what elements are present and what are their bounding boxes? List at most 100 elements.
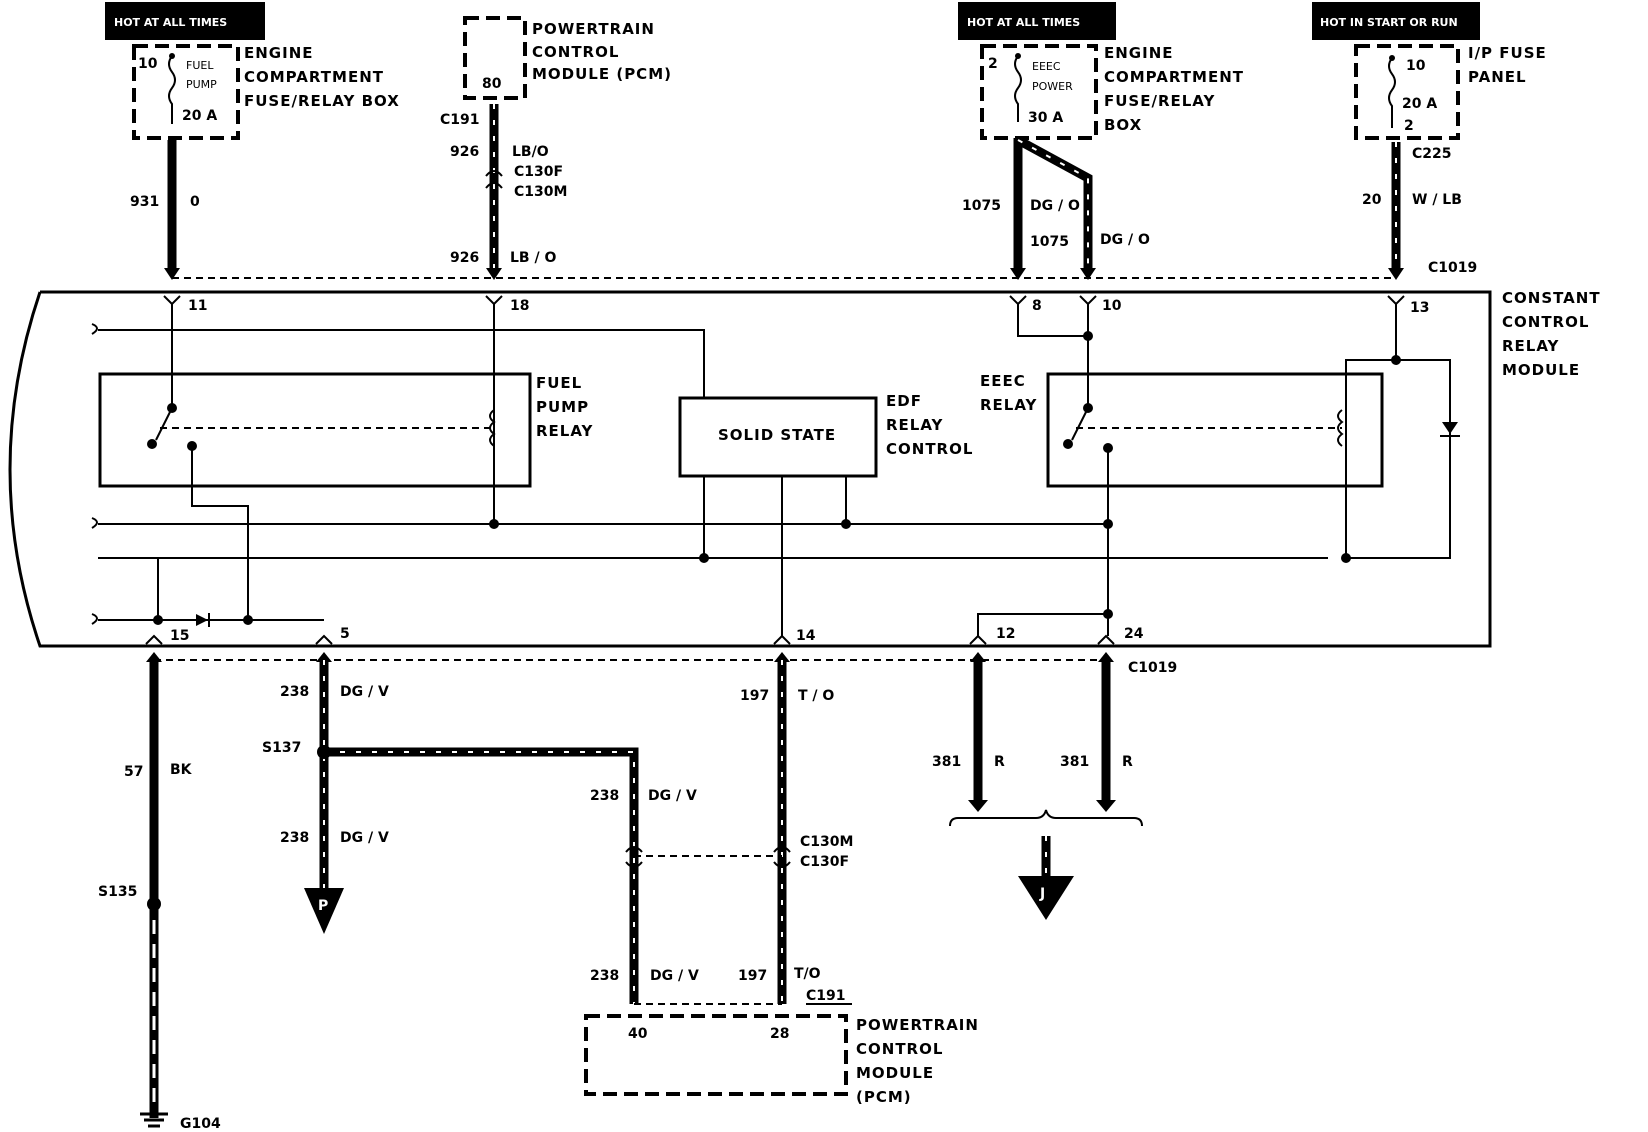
fuse-pin: 2	[1404, 118, 1414, 134]
fuse-name: FUEL	[186, 59, 214, 72]
fuse-number: 2	[988, 56, 998, 72]
fuse-icon	[1014, 55, 1022, 122]
wire-color: DG / V	[648, 788, 697, 804]
fuse-rating: 20 A	[182, 108, 217, 124]
pin-label: 8	[1032, 298, 1042, 314]
pin-label: 5	[340, 626, 350, 642]
wire-color: LB/O	[512, 144, 549, 160]
module-label: MODULE	[1502, 361, 1580, 379]
connector-label: C130M	[800, 834, 853, 850]
source-label: I/P FUSE	[1468, 44, 1547, 62]
wire-circuit: 197	[738, 968, 767, 984]
pin-label: 13	[1410, 300, 1429, 316]
splice-label: S135	[98, 884, 137, 900]
ground-label: G104	[180, 1116, 221, 1132]
pcm-top: 80 POWERTRAIN CONTROL MODULE (PCM)	[463, 16, 672, 100]
pin-label: 14	[796, 628, 816, 644]
wire-color: W / LB	[1412, 192, 1462, 208]
wire-color: R	[994, 754, 1005, 770]
source-header: HOT IN START OR RUN	[1320, 16, 1458, 29]
wire-circuit: 926	[450, 144, 479, 160]
constant-control-relay-module: CONSTANT CONTROL RELAY MODULE 11 18 8 10…	[8, 289, 1601, 648]
fuse-rating: 20 A	[1402, 96, 1437, 112]
source-label: BOX	[1104, 116, 1142, 134]
fuel-pump-fuse-source: HOT AT ALL TIMES 10 FUEL PUMP 20 A ENGIN…	[105, 2, 400, 140]
wire-circuit: 381	[1060, 754, 1089, 770]
bracket-icon	[949, 809, 1143, 827]
pcm-pin: 80	[482, 76, 502, 92]
eeec-relay-switch	[977, 304, 1451, 636]
connector-label: C1019	[1428, 260, 1477, 276]
wire-circuit: 238	[280, 684, 309, 700]
edf-label: RELAY	[886, 416, 944, 434]
source-label: ENGINE	[1104, 44, 1174, 62]
source-label: COMPARTMENT	[1104, 68, 1244, 86]
arrow-label: J	[1039, 886, 1045, 902]
connector-label: C130M	[514, 184, 567, 200]
wire-circuit: 238	[590, 968, 619, 984]
relay-label: FUEL	[536, 374, 582, 392]
fuse-name: POWER	[1032, 80, 1073, 93]
solid-state-label: SOLID STATE	[718, 426, 836, 444]
top-wires: 931 0 C191 926 LB/O C130F C130M 926 LB /…	[130, 104, 1477, 280]
wire-color: R	[1122, 754, 1133, 770]
source-label: PANEL	[1468, 68, 1527, 86]
source-label: FUSE/RELAY	[1104, 92, 1215, 110]
wire-color: LB / O	[510, 250, 556, 266]
pcm-label: (PCM)	[856, 1088, 912, 1106]
pin-label: 15	[170, 628, 189, 644]
wire-circuit: 931	[130, 194, 159, 210]
connector-label: C130F	[514, 164, 563, 180]
source-label: COMPARTMENT	[244, 68, 384, 86]
pcm-label: POWERTRAIN	[856, 1016, 979, 1034]
connector-label: C130F	[800, 854, 849, 870]
wire-circuit: 197	[740, 688, 769, 704]
relay-label: RELAY	[536, 422, 594, 440]
relay-label: RELAY	[980, 396, 1038, 414]
diode-icon	[1442, 422, 1458, 434]
fuse-icon	[168, 55, 176, 124]
pcm-label: CONTROL	[856, 1040, 943, 1058]
fuse-name: EEEC	[1032, 60, 1061, 73]
source-header: HOT AT ALL TIMES	[114, 16, 227, 29]
connector-label: C1019	[1128, 660, 1177, 676]
wire-circuit: 1075	[1030, 234, 1069, 250]
wire-color: DG / V	[650, 968, 699, 984]
wire-circuit: 57	[124, 764, 143, 780]
fuse-name: PUMP	[186, 78, 217, 91]
pin-label: 11	[188, 298, 207, 314]
pin-label: 18	[510, 298, 529, 314]
module-label: CONTROL	[1502, 313, 1589, 331]
wire-color: T/O	[794, 966, 821, 982]
pcm-label: POWERTRAIN	[532, 20, 655, 38]
module-label: RELAY	[1502, 337, 1560, 355]
relay-label: EEEC	[980, 372, 1026, 390]
wire-circuit: 238	[590, 788, 619, 804]
fuse-number: 10	[138, 56, 158, 72]
relay-label: PUMP	[536, 398, 589, 416]
pcm-label: MODULE (PCM)	[532, 65, 672, 83]
ground-icon	[140, 1112, 168, 1128]
wire-color: DG / V	[340, 830, 389, 846]
pin-label: 10	[1102, 298, 1122, 314]
splice-label: S137	[262, 740, 301, 756]
connector-label: C191	[806, 988, 846, 1004]
pcm-pin: 28	[770, 1026, 789, 1042]
fuse-icon	[1388, 57, 1396, 128]
edf-label: EDF	[886, 392, 922, 410]
wire-circuit: 926	[450, 250, 479, 266]
wire-color: 0	[190, 194, 200, 210]
module-label: CONSTANT	[1502, 289, 1601, 307]
arrow-down-icon	[304, 888, 344, 934]
source-label: FUSE/RELAY BOX	[244, 92, 400, 110]
wire-color: BK	[170, 762, 193, 778]
wire-circuit: 238	[280, 830, 309, 846]
wire-color: DG / O	[1030, 198, 1080, 214]
source-label: ENGINE	[244, 44, 314, 62]
eeec-power-fuse-source: HOT AT ALL TIMES 2 EEEC POWER 30 A ENGIN…	[958, 2, 1244, 140]
pcm-label: MODULE	[856, 1064, 934, 1082]
wire-circuit: 1075	[962, 198, 1001, 214]
pcm-label: CONTROL	[532, 43, 619, 61]
bottom-wires: C1019 57 BK S135 G104 238 DG / V S137 23…	[98, 652, 1177, 1132]
wire-color: DG / O	[1100, 232, 1150, 248]
